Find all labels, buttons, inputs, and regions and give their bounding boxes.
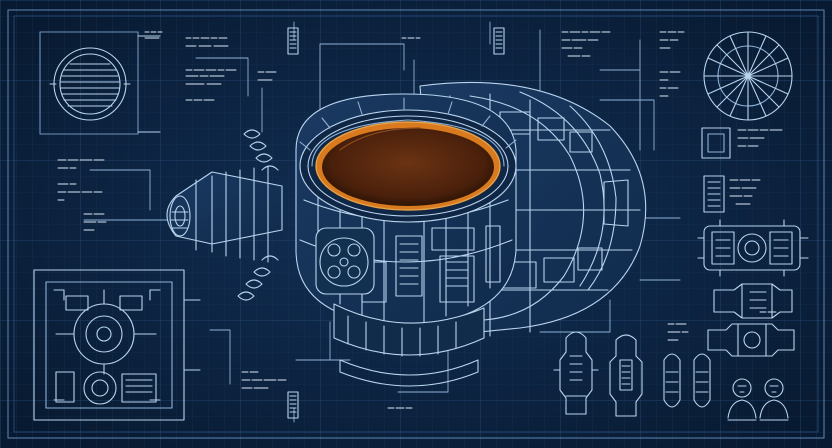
scale-markers (287, 27, 505, 419)
component-icons (701, 127, 731, 213)
rear-thruster (166, 165, 283, 263)
label-glyph-marks (57, 31, 783, 409)
engine-schematic-diagram (33, 269, 201, 421)
crew-figures (727, 378, 789, 421)
antenna-springs (237, 129, 279, 301)
coffee-cup-spaceship (166, 81, 647, 387)
pod-diagrams (553, 331, 711, 417)
thruster-module-diagram (707, 283, 795, 357)
side-assembly-diagram (697, 219, 809, 277)
rim-panels (299, 97, 517, 151)
control-dial-cluster (315, 227, 375, 295)
cup-base (333, 303, 485, 387)
radial-dish-diagram (703, 31, 793, 121)
coffee-surface (299, 109, 517, 223)
grille-detail-diagram (39, 31, 161, 135)
